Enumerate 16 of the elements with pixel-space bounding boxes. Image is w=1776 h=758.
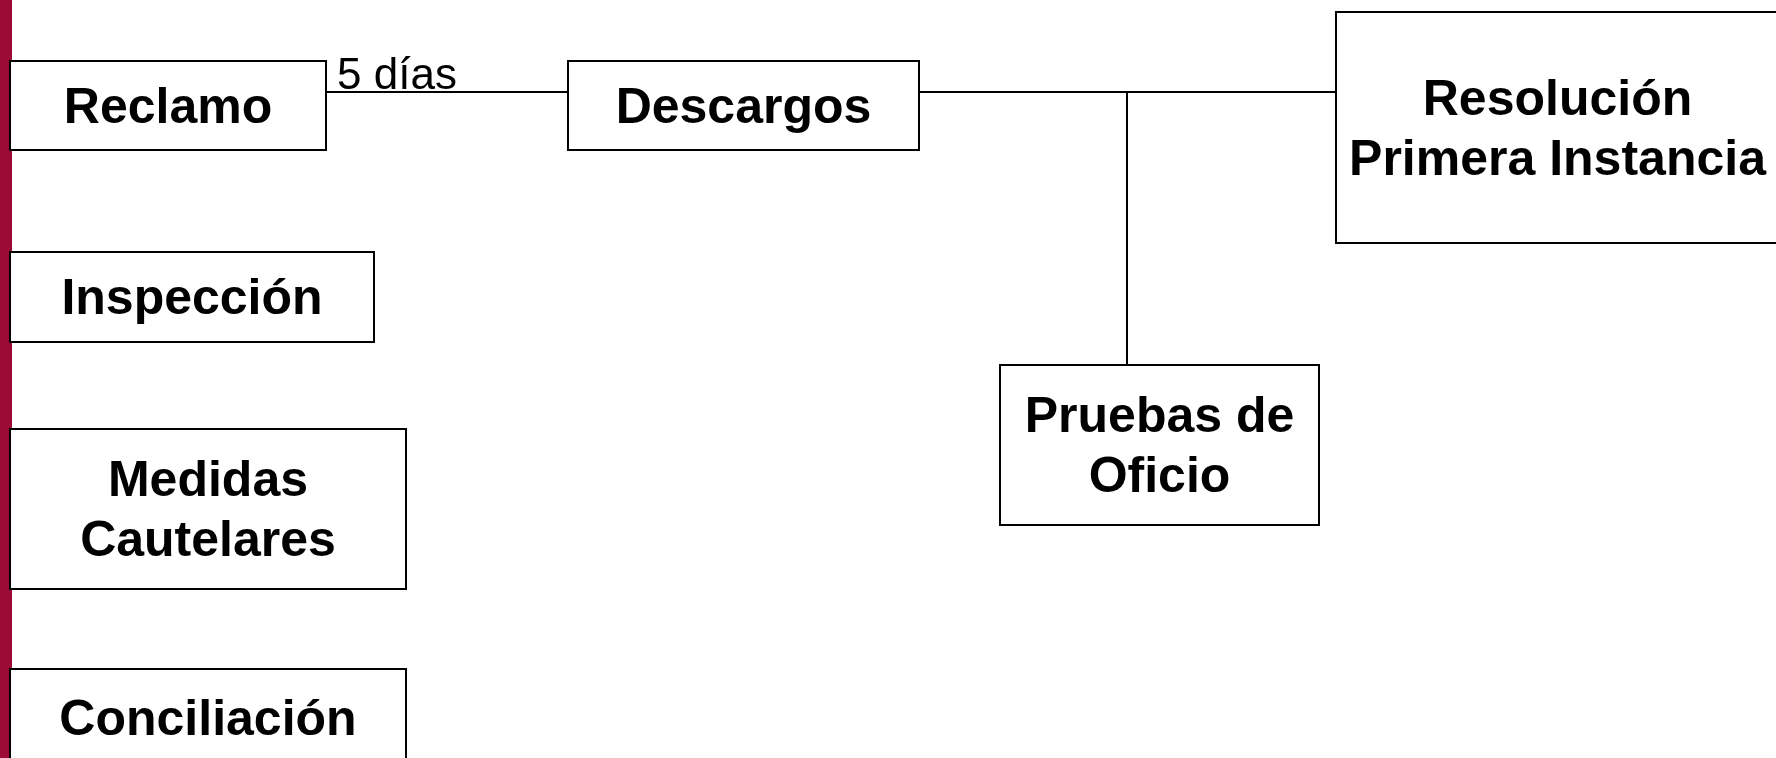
connector-line [326, 91, 568, 93]
process-box [567, 60, 920, 151]
box-label: Resolución Primera Instancia [1348, 68, 1768, 188]
box-label: Descargos [615, 76, 872, 136]
process-box [9, 428, 407, 590]
process-box [9, 60, 327, 151]
process-box [1335, 11, 1776, 244]
process-box [9, 251, 375, 343]
box-label: Medidas Cautelares [79, 450, 337, 569]
box-label: Pruebas de Oficio [1023, 386, 1296, 505]
box-label: Inspección [61, 268, 323, 327]
box-label: Conciliación [59, 689, 357, 748]
process-box [9, 668, 407, 758]
box-label: Reclamo [63, 76, 273, 136]
process-box [999, 364, 1320, 526]
edge-label: 5 días [337, 52, 457, 96]
